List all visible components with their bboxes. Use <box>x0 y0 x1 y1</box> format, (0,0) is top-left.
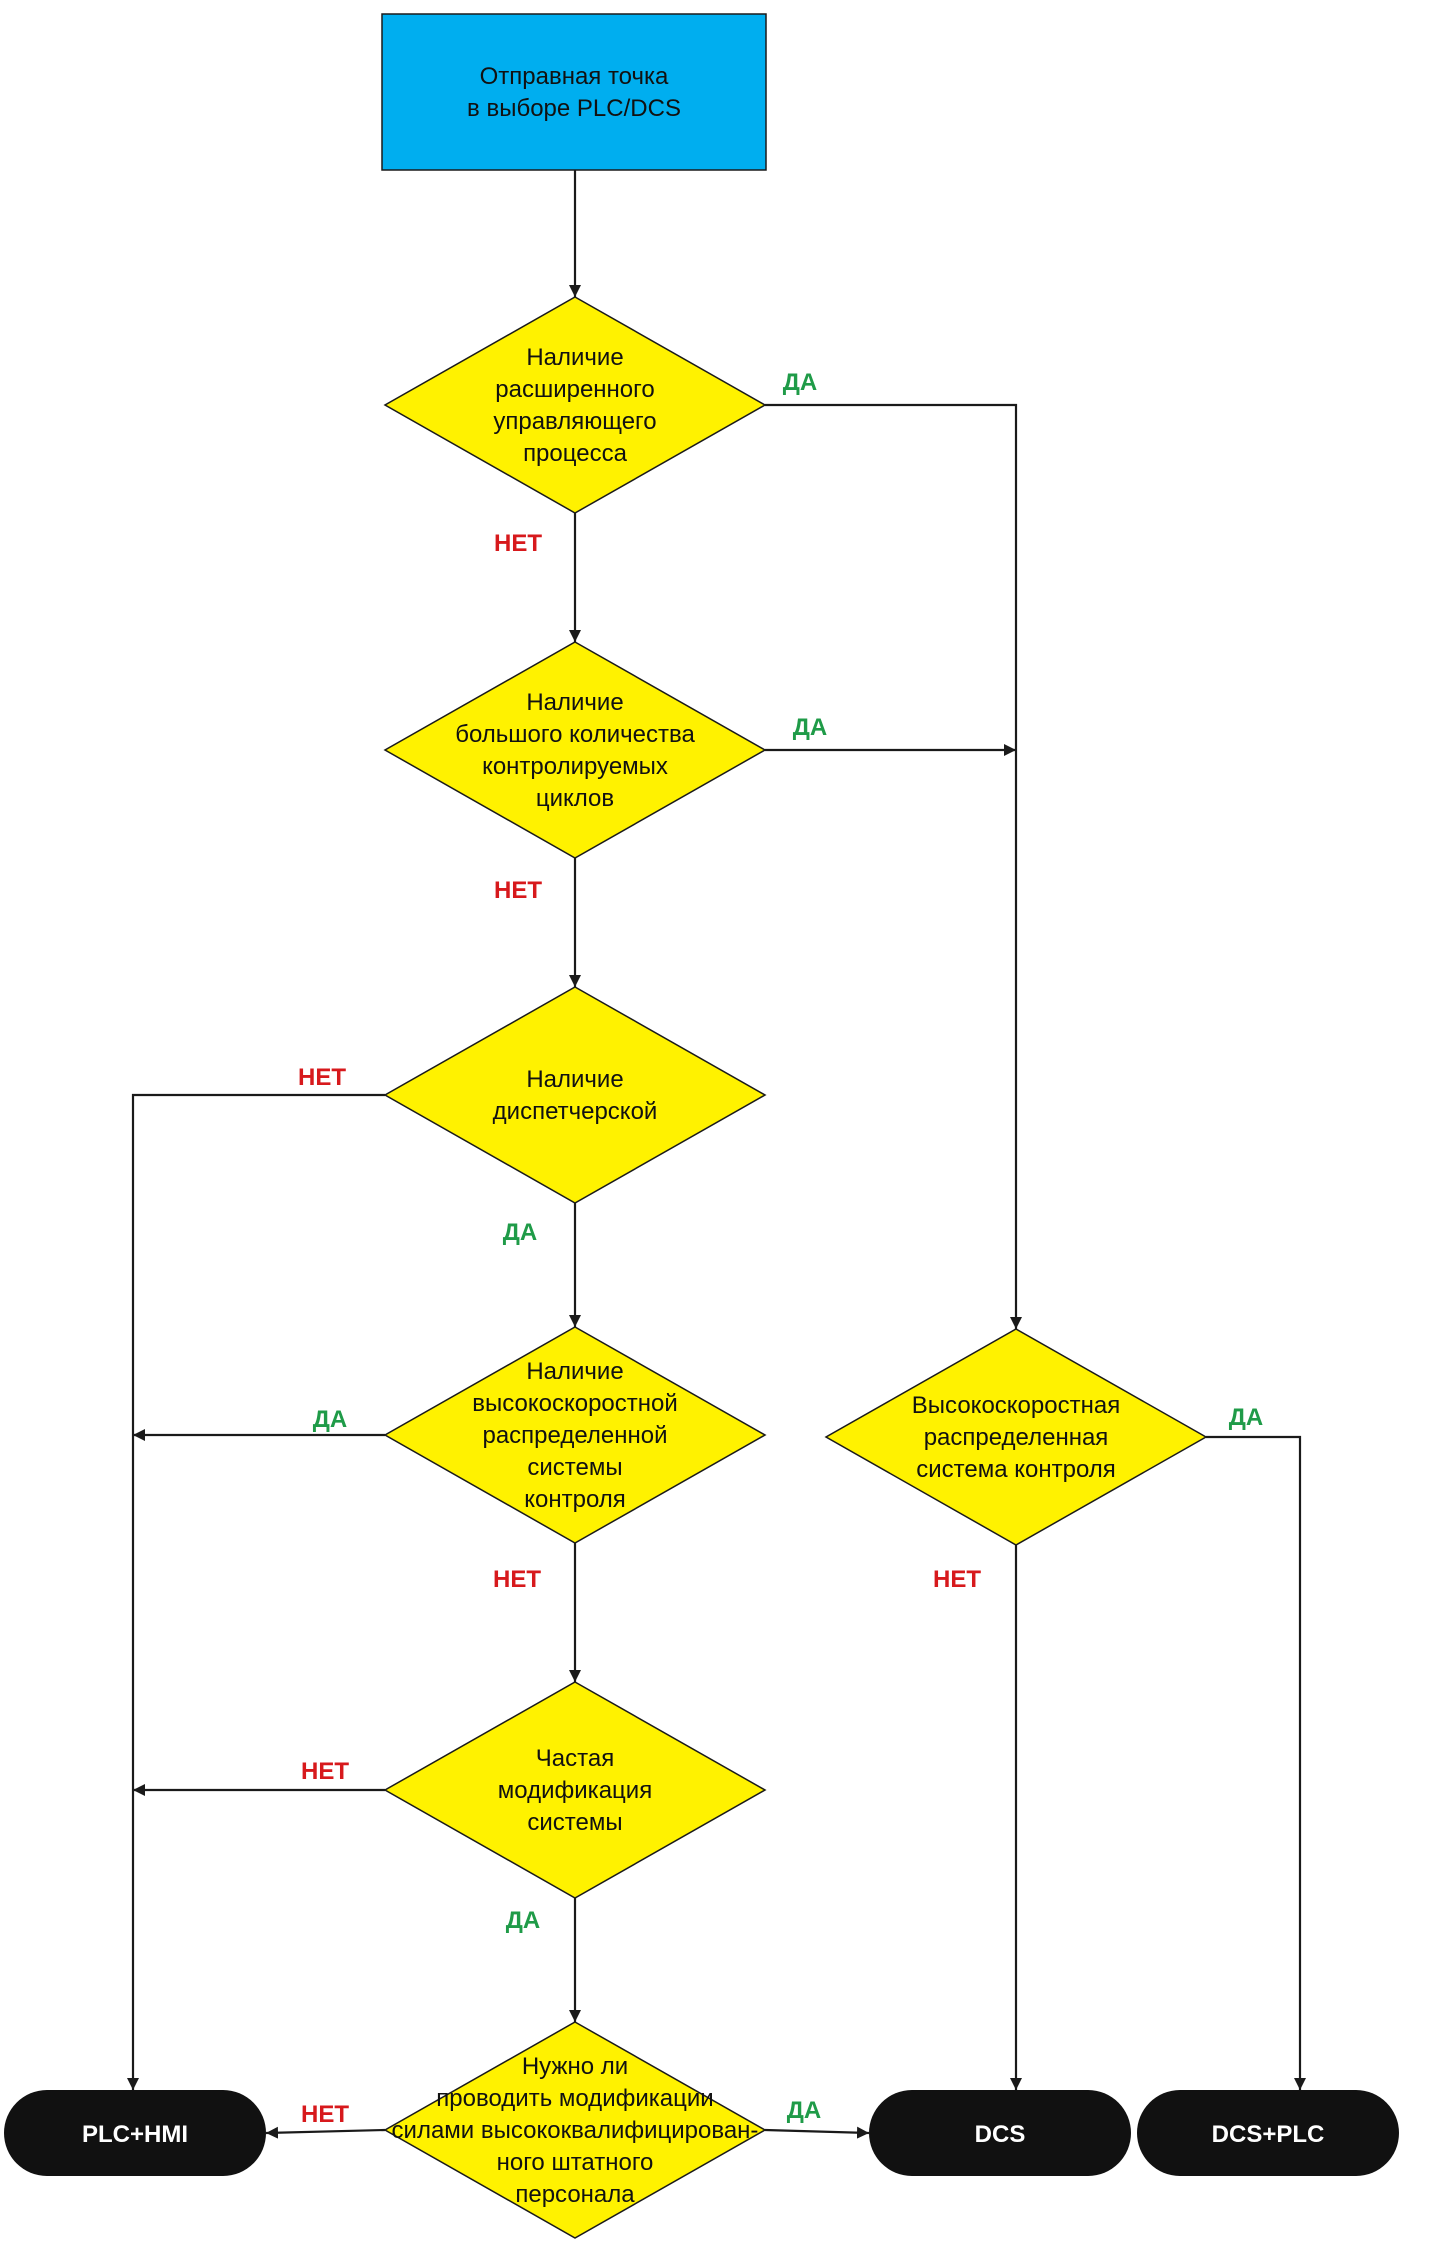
decision-d7: Высокоскоростная распределенная система ко… <box>824 1328 1208 1546</box>
start-box <box>381 13 767 171</box>
nodes: Отправная точка в выборе PLC/DCS Наличие ра… <box>4 13 1399 2239</box>
decision-d5: Частая модификация системы <box>383 1681 767 1899</box>
start-text-line: Отправная точка <box>480 63 669 90</box>
terminal-pill <box>869 2090 1131 2176</box>
connector <box>765 403 1022 1329</box>
start-text-line: в выборе PLC/DCS <box>467 95 681 122</box>
decision-text-line: расширенного <box>495 376 654 403</box>
yes-label: ДА <box>793 714 827 741</box>
decision-text-line: Наличие <box>526 344 623 371</box>
terminal-pill <box>4 2090 266 2176</box>
terminal-t2: DCS <box>869 2090 1131 2176</box>
connector <box>1206 1435 1306 2090</box>
terminal-t3: DCS+PLC <box>1137 2090 1399 2176</box>
decision-d3: Наличие диспетчерской <box>383 986 767 1204</box>
decision-text-line: циклов <box>536 785 614 812</box>
terminal-label: PLC+HMI <box>82 2121 188 2148</box>
decision-text-line: распределенная <box>924 1424 1109 1451</box>
decision-text-line: высокоскоростной <box>472 1390 678 1417</box>
decision-d4: Наличие высокоскоростной распределенной сис… <box>383 1326 767 1544</box>
no-label: НЕТ <box>494 877 542 904</box>
decision-text-line: контролируемых <box>482 753 668 780</box>
no-label: НЕТ <box>933 1566 981 1593</box>
yes-label: ДА <box>313 1406 347 1433</box>
decision-d6: Нужно ли проводить модификации силами высо… <box>383 2021 767 2239</box>
connectors <box>127 170 1306 2139</box>
decision-text-line: Наличие <box>526 1066 623 1093</box>
decision-text-line: Нужно ли <box>522 2053 628 2080</box>
terminal-t1: PLC+HMI <box>4 2090 266 2176</box>
decision-text-line: Наличие <box>526 689 623 716</box>
decision-text-line: распределенной <box>482 1422 667 1449</box>
no-label: НЕТ <box>494 530 542 557</box>
decision-diamond <box>383 986 767 1204</box>
no-label: НЕТ <box>301 2101 349 2128</box>
decision-diamond <box>383 2021 767 2239</box>
decision-text-line: персонала <box>515 2181 635 2208</box>
decision-text-line: проводить модификации <box>436 2085 713 2112</box>
decision-text-line: модификация <box>498 1777 652 1804</box>
yes-label: ДА <box>1229 1404 1263 1431</box>
connector <box>127 1093 385 2090</box>
decision-text-line: системы <box>527 1454 622 1481</box>
decision-text-line: диспетчерской <box>493 1098 658 1125</box>
yes-label: ДА <box>783 369 817 396</box>
decision-text-line: Частая <box>536 1745 614 1772</box>
yes-label: ДА <box>787 2097 821 2124</box>
decision-text-line: ного штатного <box>497 2149 654 2176</box>
terminal-label: DCS+PLC <box>1212 2121 1325 2148</box>
yes-label: ДА <box>503 1219 537 1246</box>
terminal-pill <box>1137 2090 1399 2176</box>
terminal-label: DCS <box>975 2121 1026 2148</box>
decision-text-line: силами высококвалифицирован- <box>392 2117 759 2144</box>
decision-diamond <box>383 641 767 859</box>
decision-diamond <box>383 1326 767 1544</box>
decision-diamond <box>383 296 767 514</box>
no-label: НЕТ <box>298 1064 346 1091</box>
decision-text-line: Наличие <box>526 1358 623 1385</box>
connector <box>265 2126 386 2139</box>
decision-text-line: система контроля <box>916 1456 1116 1483</box>
start-node: Отправная точка в выборе PLC/DCS <box>381 13 767 171</box>
edge-labels: ДА НЕТ ДА НЕТ НЕТ ДА ДА ДА НЕТ НЕТ НЕТ ДА НЕТ ДА <box>298 369 1263 2128</box>
decision-text-line: большого количества <box>455 721 695 748</box>
decision-d1: Наличие расширенного управляющего процесса <box>383 296 767 514</box>
decision-text-line: управляющего <box>493 408 656 435</box>
decision-diamond <box>383 1681 767 1899</box>
decision-d2: Наличие большого количества контролируемых… <box>383 641 767 859</box>
no-label: НЕТ <box>493 1566 541 1593</box>
decision-diamond <box>824 1328 1208 1546</box>
connector <box>764 2126 870 2139</box>
decision-text-line: процесса <box>523 440 628 467</box>
decision-text-line: контроля <box>524 1486 626 1513</box>
no-label: НЕТ <box>301 1758 349 1785</box>
decision-text-line: системы <box>527 1809 622 1836</box>
decision-text-line: Высокоскоростная <box>912 1392 1120 1419</box>
yes-label: ДА <box>506 1907 540 1934</box>
